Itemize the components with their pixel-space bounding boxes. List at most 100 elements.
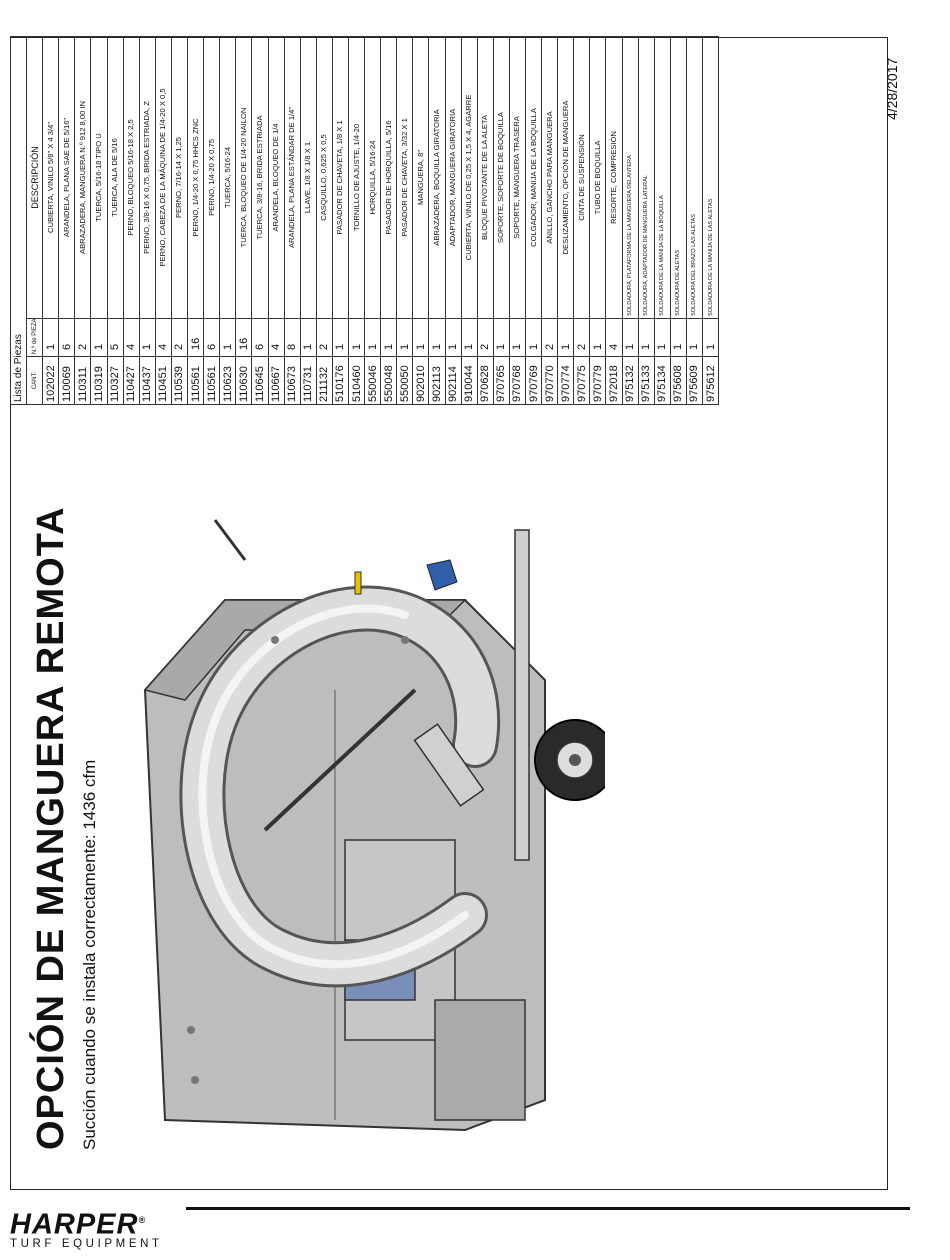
chassis-rail [514,529,530,861]
quantity-cell: 6 [251,318,268,357]
description-cell: PERNO, 3/8-16 X 0,75, BRIDA ESTRIADA, Z [139,36,156,319]
logo-subtitle: TURF EQUIPMENT [10,1237,163,1250]
part-number-cell: 550046 [364,356,381,405]
quantity-cell: 1 [461,318,478,357]
part-number-cell: 970770 [541,356,558,405]
quantity-cell: 1 [428,318,446,357]
nozzle-handle [263,688,417,832]
part-number-cell: 110731 [300,356,317,405]
quantity-cell: 16 [187,318,204,357]
quantity-cell: 4 [123,318,140,357]
registered-mark: ® [138,1215,147,1225]
yellow-latch [354,571,362,595]
quantity-cell: 1 [589,318,606,357]
part-number-cell: 902113 [428,356,446,405]
quantity-cell: 1 [332,318,349,357]
description-cell: TUERCA, ALA DE 5/16 [107,36,124,319]
quantity-cell: 1 [557,318,574,357]
bolt [191,1076,199,1084]
description-cell: ARANDELA, BLOQUEO DE 1/4 [268,36,285,319]
description-cell: TUBO DE BOQUILLA [589,36,606,319]
description-cell: CINTA DE SUSPENSIÓN [573,36,590,319]
quantity-cell: 16 [235,318,252,357]
description-cell: CUBIERTA, VINILO DE 0,25 X 1,5 X 4, AGAR… [461,36,478,319]
quantity-cell: 2 [573,318,590,357]
quantity-cell: 1 [509,318,526,357]
description-cell: TUERCA, 5/16-24 [219,36,236,319]
quantity-cell: 8 [284,318,301,357]
quantity-cell: 1 [300,318,317,357]
column-header-count: N.º de PIEZAS [26,318,43,357]
description-cell: DESLIZAMIENTO, OPCIÓN DE MANGUERA [557,36,574,319]
part-number-cell: 902010 [412,356,429,405]
part-number-cell: 910044 [461,356,478,405]
quantity-cell: 1 [348,318,365,357]
quantity-cell: 1 [493,318,510,357]
description-cell: SOPORTE, MANGUERA TRASERA [509,36,526,319]
column-header-description: DESCRIPCIÓN [26,36,43,319]
description-cell: TUERCA, BLOQUEO DE 1/4-20 NAILON [235,36,252,319]
quantity-cell: 5 [107,318,124,357]
quantity-cell: 2 [316,318,333,357]
description-cell: HORQUILLA, 5/16-24 [364,36,381,319]
quantity-cell: 1 [702,318,719,357]
part-number-cell: 975132 [622,356,639,405]
part-number-cell: 975608 [670,356,687,405]
quantity-cell: 1 [364,318,381,357]
bolt [401,636,409,644]
description-cell: PERNO, 1/4-20 X 0,75 [203,36,220,319]
part-number-cell: 970779 [589,356,606,405]
drawing-frame [10,37,888,1190]
quantity-cell: 2 [74,318,91,357]
quantity-cell: 1 [396,318,413,357]
part-number-cell: 972018 [605,356,623,405]
description-cell: ABRAZADERA, MANGUERA N.º 912 8,00 IN [74,36,91,319]
part-number-cell: 550048 [380,356,397,405]
description-cell: LLAVE, 1/8 X 1/8 X 1 [300,36,317,319]
description-cell: ANILLO, GANCHO PARA MANGUERA [541,36,558,319]
bolt [271,636,279,644]
part-number-cell: 975134 [654,356,671,405]
part-number-cell: 110451 [155,356,172,405]
quantity-cell: 1 [686,318,703,357]
description-cell: PASADOR DE HORQUILLA, 5/16 [380,36,397,319]
description-cell: SOLDADURA DE LA MANIJA DE LAS ALETAS [702,36,719,319]
quantity-cell: 1 [90,318,108,357]
machine-illustration [143,519,605,1132]
part-number-cell: 211132 [316,356,333,405]
description-cell: SOLDADURA DE LA MANIJA DE LA BOQUILLA [654,36,671,319]
description-cell: ARANDELA, PLANA ESTÁNDAR DE 1/4" [284,36,301,319]
quantity-cell: 2 [541,318,558,357]
fan-shroud [434,999,526,1121]
description-cell: PASADOR DE CHAVETA, 3/32 X 1 [396,36,413,319]
quantity-cell: 1 [670,318,687,357]
